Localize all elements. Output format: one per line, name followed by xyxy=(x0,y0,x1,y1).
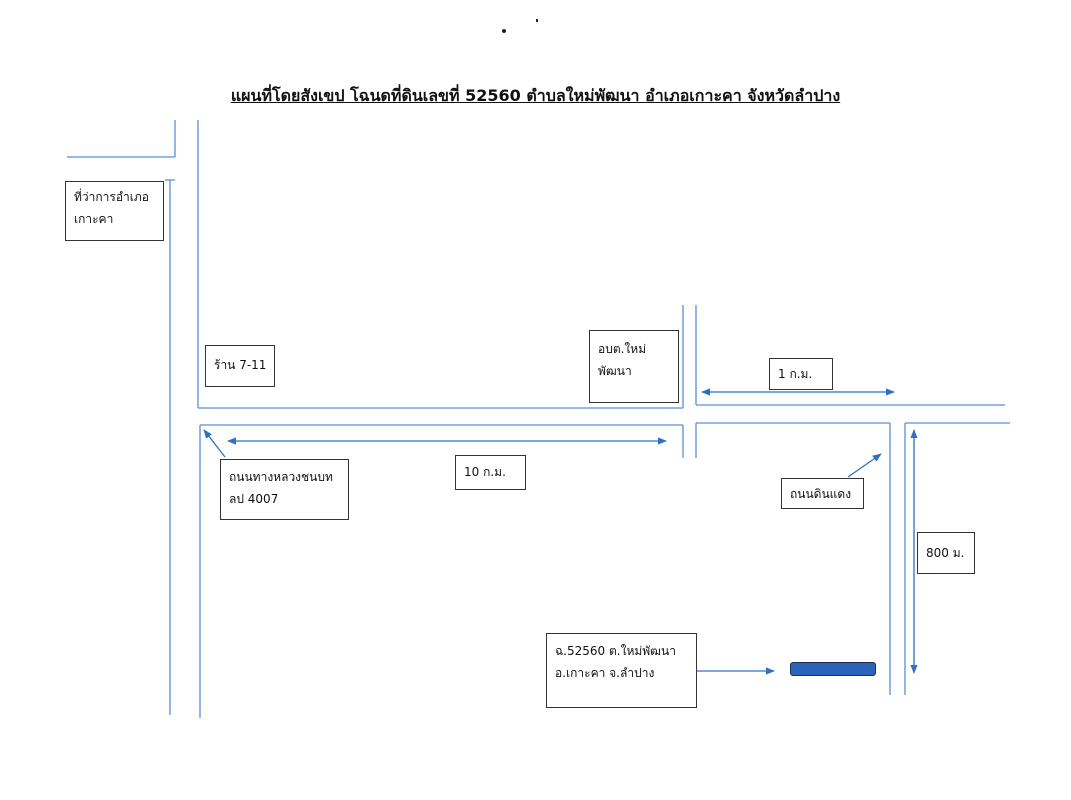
label-district-office: ที่ว่าการอำเภอ เกาะคา xyxy=(65,181,164,241)
pointer-arrow-highway xyxy=(203,429,226,458)
label-text: ที่ว่าการอำเภอ xyxy=(74,190,149,204)
label-distance-1km: 1 ก.ม. xyxy=(769,358,833,390)
label-text: 1 ก.ม. xyxy=(778,367,813,381)
label-text: อ.เกาะคา จ.ลำปาง xyxy=(555,666,655,680)
pointer-arrow-red-soil-road xyxy=(847,453,882,478)
label-text: 800 ม. xyxy=(926,546,965,560)
label-store-7-11: ร้าน 7-11 xyxy=(205,345,275,387)
label-distance-10km: 10 ก.ม. xyxy=(455,455,526,490)
scan-speck xyxy=(502,29,506,33)
label-parcel-deed: ฉ.52560 ต.ใหม่พัฒนา อ.เกาะคา จ.ลำปาง xyxy=(546,633,697,708)
label-text: ลป 4007 xyxy=(229,492,279,506)
label-text: 10 ก.ม. xyxy=(464,465,506,479)
label-red-soil-road: ถนนดินแดง xyxy=(781,478,864,509)
label-text: อบต.ใหม่ xyxy=(598,342,647,356)
label-text: ถนนทางหลวงชนบท xyxy=(229,470,333,484)
label-rural-highway: ถนนทางหลวงชนบท ลป 4007 xyxy=(220,459,349,520)
label-distance-800m: 800 ม. xyxy=(917,532,975,574)
label-text: พัฒนา xyxy=(598,364,632,378)
label-subdistrict-office: อบต.ใหม่ พัฒนา xyxy=(589,330,679,403)
scan-speck xyxy=(536,19,538,22)
label-text: เกาะคา xyxy=(74,212,114,226)
label-text: ถนนดินแดง xyxy=(790,487,852,501)
label-text: ร้าน 7-11 xyxy=(214,358,267,372)
land-parcel-marker xyxy=(790,662,876,676)
map-title: แผนที่โดยสังเขป โฉนดที่ดินเลขที่ 52560 ต… xyxy=(230,86,841,105)
label-text: ฉ.52560 ต.ใหม่พัฒนา xyxy=(555,644,676,658)
